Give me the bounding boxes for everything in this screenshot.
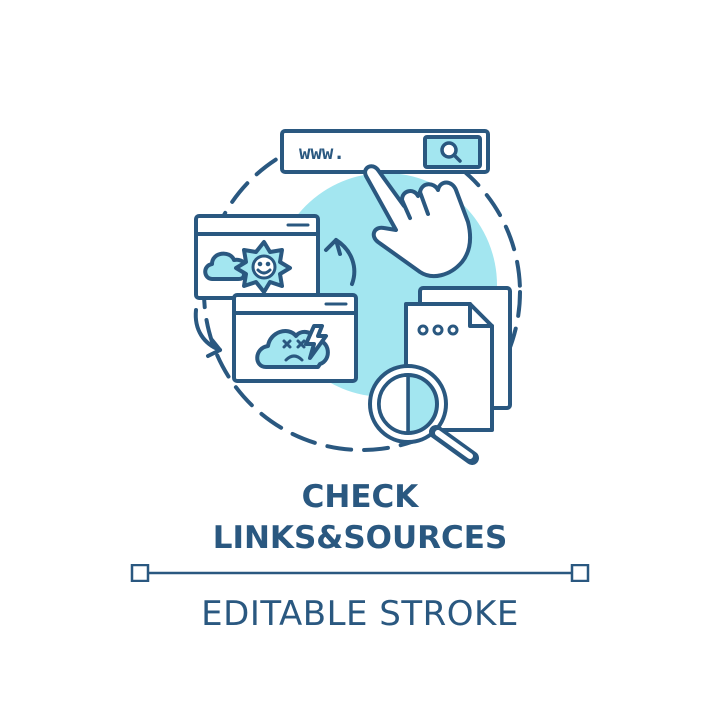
divider-handle-left [130,564,150,582]
divider-line [130,564,590,582]
lightning-icon [304,324,328,360]
title-line-2: LINKS&SOURCES [212,520,508,556]
broken-website-window [232,293,358,383]
refresh-arrows-icon [193,238,357,358]
cloud-icon [203,251,249,281]
magnifier-icon [368,364,479,465]
address-bar: www. [280,129,490,174]
happy-website-window [194,214,320,300]
footer-label: EDITABLE STROKE [201,594,519,634]
divider-handle-right [570,564,590,582]
pointing-hand-icon [363,164,472,279]
search-icon [440,141,462,163]
address-bar-url: www. [299,142,345,164]
title-line-1: CHECK [301,479,419,515]
